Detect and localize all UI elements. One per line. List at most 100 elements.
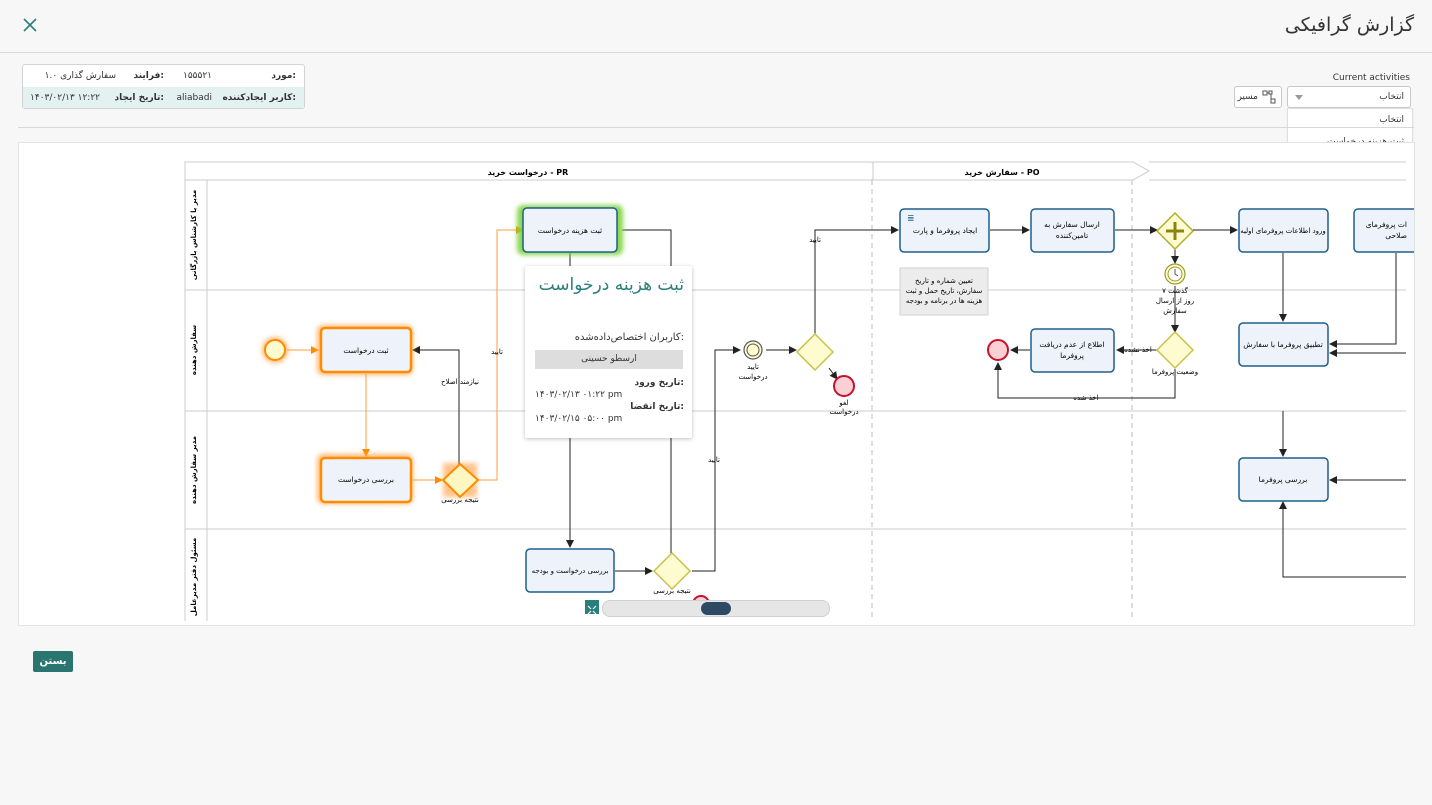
svg-text:گذشت ۷: گذشت ۷	[1162, 286, 1188, 295]
assigned-user: ارسطو حسینی	[535, 350, 683, 369]
svg-text:تعیین شماره و تاریخ: تعیین شماره و تاریخ	[915, 277, 973, 285]
svg-text:تایید: تایید	[491, 348, 503, 356]
task-label: ورود اطلاعات پروفرمای اولیه	[1240, 227, 1326, 235]
svg-text:سفارش: سفارش	[1163, 307, 1187, 315]
task-send-order[interactable]: ارسال سفارش به تامین‌کننده	[1030, 208, 1115, 253]
svg-text:درخواست: درخواست	[738, 373, 767, 381]
task-label: تامین‌کننده	[1056, 231, 1088, 240]
svg-text:تایید: تایید	[747, 363, 759, 371]
lane-title: مسئول دفتر مدیرعامل	[190, 538, 198, 616]
select-value: انتخاب	[1379, 92, 1404, 102]
task-check-proforma[interactable]: بررسی پروفرما	[1238, 457, 1329, 502]
timer-icon[interactable]	[1164, 263, 1186, 285]
task-label: بررسی پروفرما	[1259, 475, 1308, 484]
task-label: ایجاد پروفرما و پارت	[913, 226, 977, 235]
lane-title: مدیر سفارش دهنده	[190, 436, 198, 504]
bpmn-diagram: درخواست خرید - PR سفارش خرید - PO مدیر ی…	[184, 161, 1414, 621]
task-label: ات پروفرمای	[1366, 220, 1407, 229]
assigned-users-label: کاربران اختصاص‌داده‌شده:	[574, 332, 684, 343]
enter-date-value: ۱۴۰۳/۰۲/۱۳ ۰۱:۲۲ pm	[535, 390, 623, 400]
creator-value: aliabadi	[176, 93, 212, 103]
gateway-proforma-status[interactable]	[1155, 330, 1195, 370]
pool-lanes	[184, 161, 1406, 621]
due-date-value: ۱۴۰۳/۰۲/۱۵ ۰۵:۰۰ pm	[535, 414, 623, 424]
svg-text:اخذ شده: اخذ شده	[1073, 394, 1098, 402]
task-label: اطلاع از عدم دریافت	[1039, 340, 1104, 349]
task-review[interactable]: بررسی درخواست	[317, 454, 413, 504]
svg-text:سفارش، تاریخ حمل و ثبت: سفارش، تاریخ حمل و ثبت	[906, 287, 983, 295]
pool-title-pr: درخواست خرید - PR	[488, 168, 569, 177]
diagram-canvas[interactable]: درخواست خرید - PR سفارش خرید - PO مدیر ی…	[18, 142, 1415, 626]
task-label: تطبیق پروفرما با سفارش	[1243, 340, 1323, 349]
creator-info-row: کاربر ایجادکننده: aliabadi تاریخ ایجاد: …	[23, 87, 304, 108]
svg-text:نیازمند اصلاح: نیازمند اصلاح	[441, 378, 479, 386]
horizontal-scrollbar[interactable]	[602, 600, 830, 617]
svg-text:هزینه ها در برنامه و بودجه: هزینه ها در برنامه و بودجه	[906, 297, 983, 305]
activity-popup: ثبت هزینه درخواست کاربران اختصاص‌داده‌شد…	[525, 266, 692, 438]
task-match-proforma[interactable]: تطبیق پروفرما با سفارش	[1238, 322, 1329, 367]
created-value: ۱۴۰۳/۰۲/۱۳ ۱۲:۲۲	[30, 93, 100, 103]
path-button-label: مسیر	[1237, 92, 1258, 102]
task-label: بررسی درخواست	[338, 475, 394, 484]
scrollbar-thumb[interactable]	[701, 602, 731, 615]
parallel-gateway[interactable]	[1155, 211, 1195, 251]
svg-text:تایید: تایید	[708, 456, 720, 464]
dialog-title: گزارش گرافیکی	[1284, 14, 1414, 36]
case-info-row: مورد: ۱۵۵۵۲۱ فرایند: سفارش گذاری ۱.۰	[23, 65, 304, 86]
script-icon: ≣	[907, 214, 915, 224]
dropdown-option[interactable]: انتخاب	[1379, 115, 1404, 125]
path-icon	[1262, 90, 1276, 104]
due-date-label: تاریخ انقضا:	[630, 402, 684, 412]
enter-date-label: تاریخ ورود:	[634, 378, 684, 388]
gateway-review-result[interactable]	[441, 462, 480, 499]
current-activities-label: Current activities	[1332, 73, 1410, 83]
gateway-approve[interactable]	[795, 332, 835, 372]
creator-label: کاربر ایجادکننده:	[222, 93, 296, 103]
task-label: پروفرما	[1060, 351, 1084, 360]
divider	[18, 127, 1414, 128]
task-register[interactable]: ثبت درخواست	[317, 325, 413, 375]
fit-view-icon[interactable]	[585, 600, 599, 615]
close-button[interactable]: بستن	[33, 651, 73, 672]
svg-text:روز از ارسال: روز از ارسال	[1156, 297, 1194, 305]
intermediate-event[interactable]	[743, 340, 763, 360]
process-value: سفارش گذاری ۱.۰	[44, 71, 116, 81]
lane-title: مدیر یا کارشناس بازرگانی	[189, 190, 198, 280]
task-notify[interactable]: اطلاع از عدم دریافت پروفرما	[1030, 328, 1115, 373]
svg-text:اخذ نشده: اخذ نشده	[1124, 346, 1152, 354]
task-partial[interactable]: ات پروفرمای صلاحی	[1353, 208, 1414, 253]
task-enter-proforma[interactable]: ورود اطلاعات پروفرمای اولیه	[1238, 208, 1329, 253]
task-create-proforma[interactable]: ایجاد پروفرما و پارت ≣	[899, 208, 990, 253]
task-label: ثبت درخواست	[343, 346, 388, 355]
task-label: بررسی درخواست و بودجه	[532, 567, 609, 575]
svg-text:نتیجه بررسی: نتیجه بررسی	[653, 587, 691, 595]
svg-text:لغو: لغو	[838, 399, 848, 407]
svg-text:نتیجه بررسی: نتیجه بررسی	[441, 496, 479, 504]
svg-text:تایید: تایید	[809, 236, 821, 244]
pool-title-po: سفارش خرید - PO	[965, 168, 1040, 178]
text-annotation: تعیین شماره و تاریخ سفارش، تاریخ حمل و ث…	[899, 267, 989, 316]
flow-labels: تایید نیازمند اصلاح نتیجه بررسی نتیجه بر…	[441, 236, 1198, 595]
case-label: مورد:	[271, 71, 296, 81]
executed-flows	[287, 226, 524, 484]
lane-title: سفارش دهنده	[190, 325, 198, 375]
start-event[interactable]	[264, 339, 286, 361]
chevron-down-icon	[1295, 95, 1303, 100]
popup-title: ثبت هزینه درخواست	[538, 275, 684, 295]
task-register-cost[interactable]: ثبت هزینه درخواست	[517, 205, 623, 255]
svg-text:وضعیت پروفرما: وضعیت پروفرما	[1152, 368, 1198, 376]
current-activities-select[interactable]: انتخاب	[1287, 86, 1411, 108]
case-info-panel: مورد: ۱۵۵۵۲۱ فرایند: سفارش گذاری ۱.۰ کار…	[22, 64, 305, 109]
sequence-flows	[412, 226, 1406, 578]
end-event-notify[interactable]	[987, 339, 1009, 361]
case-value: ۱۵۵۵۲۱	[182, 71, 212, 81]
svg-text:درخواست: درخواست	[829, 408, 858, 416]
dialog-header: گزارش گرافیکی	[0, 0, 1432, 53]
close-icon[interactable]	[21, 16, 39, 34]
path-button[interactable]: مسیر	[1234, 86, 1282, 108]
task-label: صلاحی	[1385, 231, 1407, 240]
task-budget-review[interactable]: بررسی درخواست و بودجه	[525, 548, 615, 593]
gateway-budget[interactable]	[652, 551, 692, 591]
task-label: ثبت هزینه درخواست	[538, 226, 602, 235]
end-event-cancel[interactable]	[833, 375, 855, 397]
